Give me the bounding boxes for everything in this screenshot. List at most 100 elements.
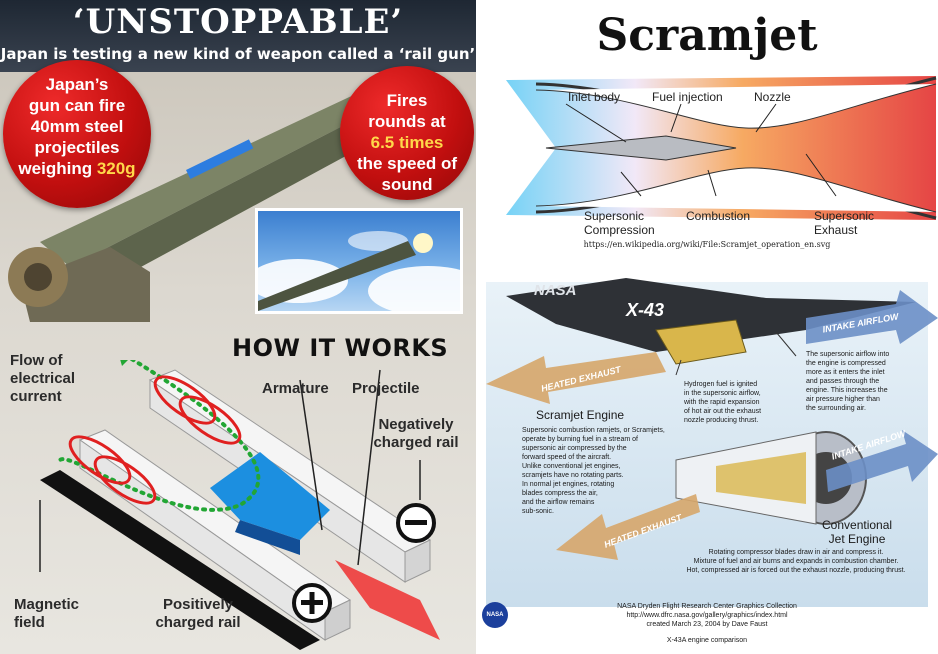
supersonic-airflow-note: The supersonic airflow into the engine i…: [806, 350, 889, 413]
jet-engine-core: [716, 452, 806, 504]
desc-line: sub-sonic.: [522, 508, 554, 515]
supersonic-leader: [775, 331, 797, 357]
minus-bar: [405, 520, 427, 525]
bubble2-line: sound: [381, 175, 433, 194]
note-line: the surrounding air.: [806, 405, 866, 412]
desc-line: supersonic air compressed by the: [522, 445, 627, 452]
bubble2-line: Fires: [386, 91, 428, 110]
armature: [210, 452, 330, 540]
note-line: with the rapid expansion: [684, 399, 760, 406]
desc-line: In normal jet engines, rotating: [522, 481, 615, 488]
positive-rail-end: [324, 599, 351, 641]
bubble2-speed: 6.5 times: [370, 133, 444, 152]
desc-line: scramjets have no rotating parts.: [522, 472, 624, 479]
hydrogen-fuel-note: Hydrogen fuel is ignited in the superson…: [684, 380, 761, 425]
note-line: of hot air out the exhaust: [684, 408, 762, 415]
magnetic-field-label: Magnetic field: [14, 596, 79, 632]
note-line: and passes through the: [806, 378, 880, 385]
desc-line: Supersonic combustion ramjets, or Scramj…: [522, 427, 665, 434]
railgun-barrel: [40, 92, 385, 267]
combustion-label: Combustion: [686, 209, 751, 223]
intake-arrow-bottom: [826, 430, 938, 492]
desc-line: Rotating compressor blades draw in air a…: [708, 549, 884, 556]
note-line: the engine is compressed: [806, 360, 886, 367]
label-line: electrical: [10, 370, 76, 387]
negative-rail-label: Negatively charged rail: [360, 416, 472, 452]
rail-base-shadow: [40, 470, 320, 650]
bubble-projectile-spec: Japan’s gun can fire 40mm steel projecti…: [3, 60, 151, 208]
x43-comparison: NASA X-43 INTAKE AIRFLOW HEATED EXHAUST …: [476, 260, 938, 654]
bubble1-text: weighing: [18, 159, 97, 178]
flow-of-current-label: Flow of electrical current: [10, 352, 75, 406]
barrel-in-photo: [258, 241, 416, 311]
firing-photo-art: [258, 231, 460, 311]
desc-line: Hot, compressed air is forced out the ex…: [686, 567, 906, 574]
scramjet-title: Scramjet: [596, 10, 818, 61]
exhaust-arrow-top: [486, 352, 666, 404]
railgun-barrel-side: [70, 104, 390, 300]
fuel-leader: [670, 103, 682, 133]
upper-duct-inner: [535, 83, 937, 129]
inlet-leader: [565, 103, 627, 143]
plus-bar-v: [309, 592, 315, 614]
combustion-leader: [707, 169, 717, 197]
exhaust-arrow-bottom: [556, 494, 700, 560]
magnetic-loop: [153, 375, 217, 425]
label-line: Magnetic: [14, 596, 80, 613]
firing-photo: [255, 208, 463, 314]
aircraft-name: X-43: [626, 300, 665, 320]
x43-fuselage: [506, 278, 916, 352]
projectile-leader: [357, 369, 381, 566]
bubble2-line: the speed of: [356, 154, 458, 173]
bubble-speed-spec: Fires rounds at 6.5 times the speed of s…: [340, 66, 474, 200]
note-line: air pressure higher than: [806, 396, 880, 403]
lower-duct-inner: [535, 167, 937, 213]
fuel-injection-label: Fuel injection: [652, 90, 723, 104]
railgun-blue-accent: [186, 139, 254, 179]
desc-line: Unlike conventional jet engines,: [522, 463, 621, 470]
rails-diagram: [39, 360, 440, 650]
label-line: field: [14, 614, 45, 631]
label-line: Exhaust: [814, 223, 858, 237]
armature-leader: [299, 379, 323, 531]
inlet-body-label: Inlet body: [568, 90, 621, 104]
heading-line: Conventional: [822, 518, 893, 532]
hydrogen-leader: [675, 359, 682, 376]
conventional-jet-heading: Conventional Jet Engine: [822, 518, 892, 546]
current-arrowhead: [120, 360, 128, 366]
intake-arrow-top: [806, 290, 938, 344]
x43-engine-module: [655, 319, 747, 365]
armature-label: Armature: [262, 380, 329, 397]
magnetic-loop: [178, 395, 242, 445]
bubble1-line: projectiles: [34, 138, 120, 157]
note-line: engine. This increases the: [806, 387, 888, 394]
magnetic-loop: [68, 435, 132, 485]
label-line: current: [10, 388, 62, 405]
credit-line: NASA Dryden Flight Research Center Graph…: [617, 603, 797, 610]
railgun-wheel-hub: [24, 263, 52, 291]
scramjet-engine-description: Supersonic combustion ramjets, or Scramj…: [522, 426, 665, 516]
scramjet-engine-heading: Scramjet Engine: [536, 408, 625, 422]
label-line: Compression: [584, 223, 655, 237]
desc-line: forward speed of the aircraft.: [522, 454, 612, 461]
desc-line: operate by burning fuel in a stream of: [522, 436, 638, 443]
aircraft-nasa-marking: NASA: [534, 282, 577, 299]
desc-line: and the airflow remains: [522, 499, 595, 506]
railgun-infographic: ‘UNSTOPPABLE’ Japan is testing a new kin…: [0, 0, 476, 654]
infographic-title: ‘UNSTOPPABLE’: [72, 2, 404, 42]
label-line: Negatively: [378, 416, 454, 433]
graphics-credit: NASA Dryden Flight Research Center Graph…: [476, 602, 938, 629]
compression-leader: [620, 171, 642, 197]
credit-line: http://www.dfrc.nasa.gov/gallery/graphic…: [626, 612, 788, 619]
nozzle-leader: [755, 103, 777, 133]
label-line: Flow of: [10, 352, 63, 369]
supersonic-exhaust-label: Supersonic Exhaust: [814, 209, 874, 237]
how-it-works-heading: HOW IT WORKS: [232, 334, 449, 362]
scramjet-flow-illustration: [506, 76, 937, 220]
inlet-body: [545, 135, 737, 161]
projectile-label: Projectile: [352, 380, 420, 397]
nasa-logo: NASA: [482, 602, 508, 628]
armature-dark: [235, 520, 300, 555]
bubble1-weight: 320g: [96, 159, 136, 178]
label-line: charged rail: [155, 614, 241, 631]
